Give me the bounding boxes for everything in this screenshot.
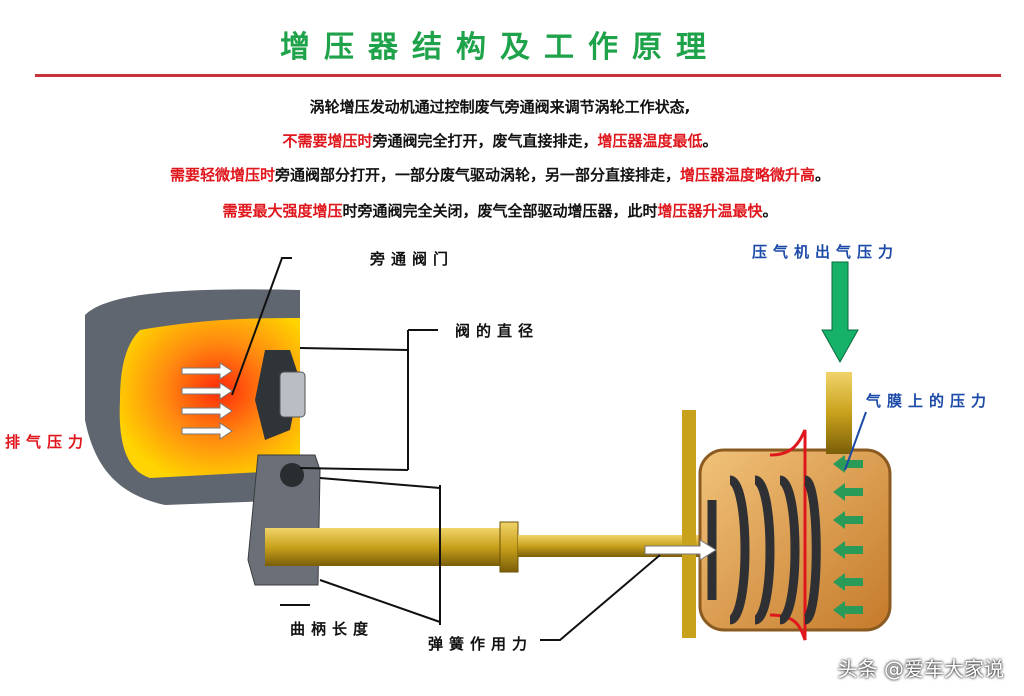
compressor-pressure-arrow: [821, 261, 859, 364]
label-valve-diameter: 阀的直径: [455, 322, 540, 340]
valve-bolt: [279, 371, 306, 418]
mounting-plate: [682, 410, 696, 638]
rod-nut: [499, 521, 519, 573]
description-line-1: 涡轮增压发动机通过控制废气旁通阀来调节涡轮工作状态,: [309, 98, 691, 116]
description-line-4: 需要最大强度增压时旁通阀完全关闭，废气全部驱动增压器，此时增压器升温最快。: [222, 202, 778, 220]
title-divider: [35, 74, 1001, 77]
leader-lines: [231, 257, 867, 641]
description-line-2: 不需要增压时旁通阀完全打开，废气直接排走，增压器温度最低。: [282, 132, 718, 150]
inlet-pipe: [826, 372, 852, 454]
label-diaphragm-pressure: 气膜上的压力: [866, 392, 993, 410]
exhaust-chamber: [119, 318, 300, 478]
exhaust-flow-arrows: [181, 362, 233, 440]
label-exhaust-pressure: 排气压力: [5, 433, 90, 451]
actuator-link: [265, 528, 505, 566]
label-compressor-outlet-pressure: 压气机出气压力: [752, 243, 900, 261]
label-spring-force: 弹簧作用力: [428, 635, 534, 653]
label-bypass-valve: 旁通阀门: [370, 250, 455, 268]
description-line-3: 需要轻微增压时旁通阀部分打开，一部分废气驱动涡轮，另一部分直接排走，增压器温度略…: [169, 166, 831, 184]
watermark: 头条 @爱车大家说: [837, 657, 1004, 681]
page-title: 增压器结构及工作原理: [280, 30, 720, 65]
spring-force-arrow: [644, 539, 717, 561]
label-crank-length: 曲柄长度: [290, 620, 375, 638]
